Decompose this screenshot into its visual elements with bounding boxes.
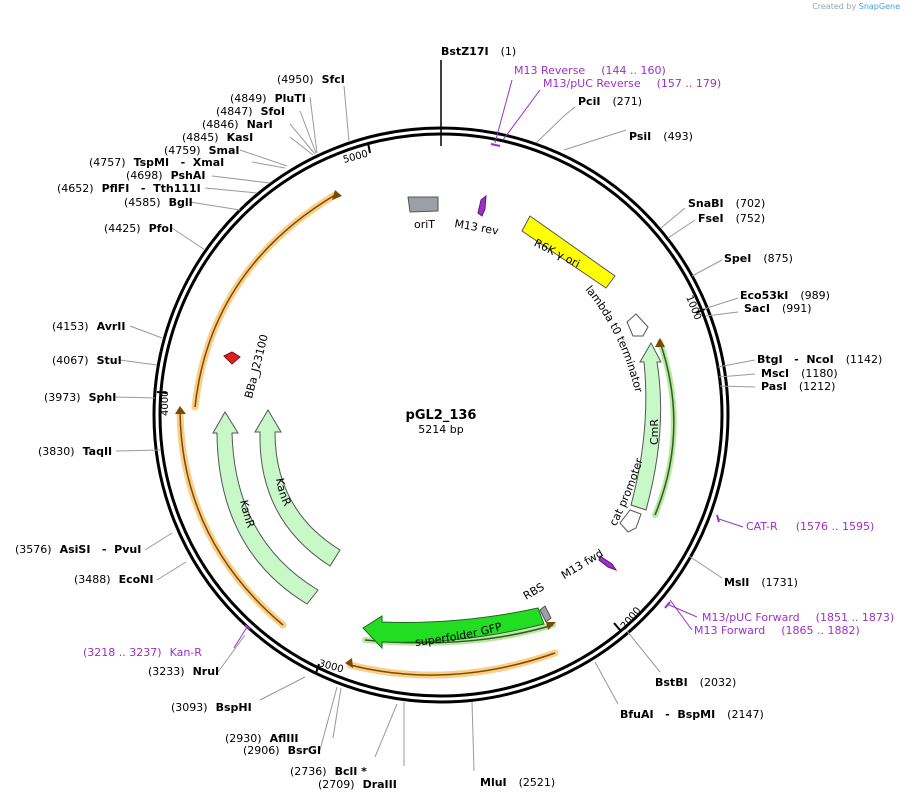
plasmid-size: 5214 bp bbox=[418, 423, 463, 436]
cat-promoter-feature bbox=[619, 509, 642, 533]
orit-label: oriT bbox=[414, 218, 435, 231]
site-kasi: (4845)KasI bbox=[182, 131, 253, 144]
site-nari: (4846)NarI bbox=[202, 118, 273, 131]
plasmid-name: pGL2_136 bbox=[406, 408, 477, 423]
scale-ticks bbox=[156, 142, 706, 674]
site-mlui: MluI(2521) bbox=[480, 776, 555, 789]
site-bcli: (2736)BclI * bbox=[290, 765, 367, 778]
site-btgi-ncoi: BtgI - NcoI(1142) bbox=[757, 353, 882, 366]
site-spei: SpeI(875) bbox=[724, 252, 793, 265]
site-sfoi: (4847)SfoI bbox=[216, 105, 285, 118]
snapgene-brand: SnapGene bbox=[858, 2, 900, 11]
site-pasi: PasI(1212) bbox=[761, 380, 835, 393]
m13-fwd-feature bbox=[598, 555, 618, 572]
site-draiii: (2709)DraIII bbox=[318, 778, 397, 791]
primer-kan-r: (3218 .. 3237)Kan-R bbox=[83, 646, 202, 659]
cmr-feature bbox=[630, 341, 662, 511]
site-tspmi-xmai: (4757)TspMI - XmaI bbox=[89, 156, 224, 169]
primer-m13-forward: M13 Forward(1865 .. 1882) bbox=[694, 624, 860, 637]
site-bsrgi: (2906)BsrGI bbox=[243, 744, 321, 757]
rbs-label: RBS bbox=[521, 580, 547, 602]
orange-arc-heads bbox=[175, 190, 665, 668]
site-avrii: (4153)AvrII bbox=[52, 320, 125, 333]
site-smai: (4759)SmaI bbox=[164, 144, 239, 157]
superfolder-gfp-feature bbox=[362, 607, 545, 650]
rbs-feature bbox=[539, 605, 552, 623]
site-pflfi-tth111i: (4652)PflFI - Tth111I bbox=[57, 182, 201, 195]
site-bfuai-bspmi: BfuAI - BspMI(2147) bbox=[620, 708, 764, 721]
lambda-terminator-feature bbox=[626, 313, 649, 337]
bba-j23100-feature bbox=[223, 351, 241, 365]
m13-rev-label: M13 rev bbox=[453, 217, 500, 238]
orange-feature-arcs bbox=[176, 191, 677, 679]
site-econi: (3488)EcoNI bbox=[74, 573, 153, 586]
site-msli: MslI(1731) bbox=[724, 576, 798, 589]
site-bgli: (4585)BglI bbox=[124, 196, 193, 209]
primer-leader-lines bbox=[233, 79, 744, 649]
site-stui: (4067)StuI bbox=[52, 354, 122, 367]
lambda-terminator-label: lambda t0 terminator bbox=[583, 283, 646, 394]
site-snabi: SnaBI(702) bbox=[688, 197, 765, 210]
site-asisi-pvui: (3576)AsiSI - PvuI bbox=[15, 543, 141, 556]
primer-marks bbox=[244, 143, 720, 630]
site-saci: SacI(991) bbox=[744, 302, 812, 315]
site-msci: MscI(1180) bbox=[761, 367, 838, 380]
site-pfoi: (4425)PfoI bbox=[104, 222, 173, 235]
site-psii: PsiI(493) bbox=[629, 130, 693, 143]
created-by-credit: Created by SnapGene bbox=[812, 2, 900, 11]
site-taqii: (3830)TaqII bbox=[38, 445, 112, 458]
site-fsei: FseI(752) bbox=[698, 212, 765, 225]
tick-label-1000: 1000 bbox=[683, 294, 703, 322]
m13-fwd-label: M13 fwd bbox=[559, 547, 606, 582]
site-pshai: (4698)PshAI bbox=[126, 169, 205, 182]
m13-rev-feature bbox=[477, 194, 487, 217]
r6k-ori-feature bbox=[521, 215, 616, 289]
tick-label-4000: 4000 bbox=[160, 391, 171, 416]
primer-m13-puc-reverse: M13/pUC Reverse(157 .. 179) bbox=[543, 77, 721, 90]
site-sphi: (3973)SphI bbox=[44, 391, 116, 404]
site-sfci: (4950)SfcI bbox=[277, 73, 345, 86]
site-bsphi: (3093)BspHI bbox=[171, 701, 252, 714]
bba-j23100-label: BBa_J23100 bbox=[242, 333, 271, 400]
site-eco53ki: Eco53kI(989) bbox=[740, 289, 830, 302]
site-pcii: PciI(271) bbox=[578, 95, 642, 108]
credit-prefix: Created by bbox=[812, 2, 857, 11]
cmr-label: CmR bbox=[648, 419, 661, 445]
site-bstbi: BstBI(2032) bbox=[655, 676, 736, 689]
site-afliii: (2930)AflIII bbox=[225, 732, 299, 745]
orit-feature bbox=[407, 196, 439, 213]
kanr-outer-feature bbox=[212, 411, 319, 605]
site-nrui: (3233)NruI bbox=[148, 665, 219, 678]
primer-m13-puc-forward: M13/pUC Forward(1851 .. 1873) bbox=[702, 611, 894, 624]
site-leader-lines bbox=[114, 85, 756, 772]
primer-cat-r: CAT-R(1576 .. 1595) bbox=[746, 520, 874, 533]
primer-m13-reverse: M13 Reverse(144 .. 160) bbox=[514, 64, 666, 77]
kanr-inner-feature bbox=[254, 409, 341, 567]
site-bstz17i: BstZ17I(1) bbox=[441, 45, 516, 58]
site-pluti: (4849)PluTI bbox=[230, 92, 306, 105]
